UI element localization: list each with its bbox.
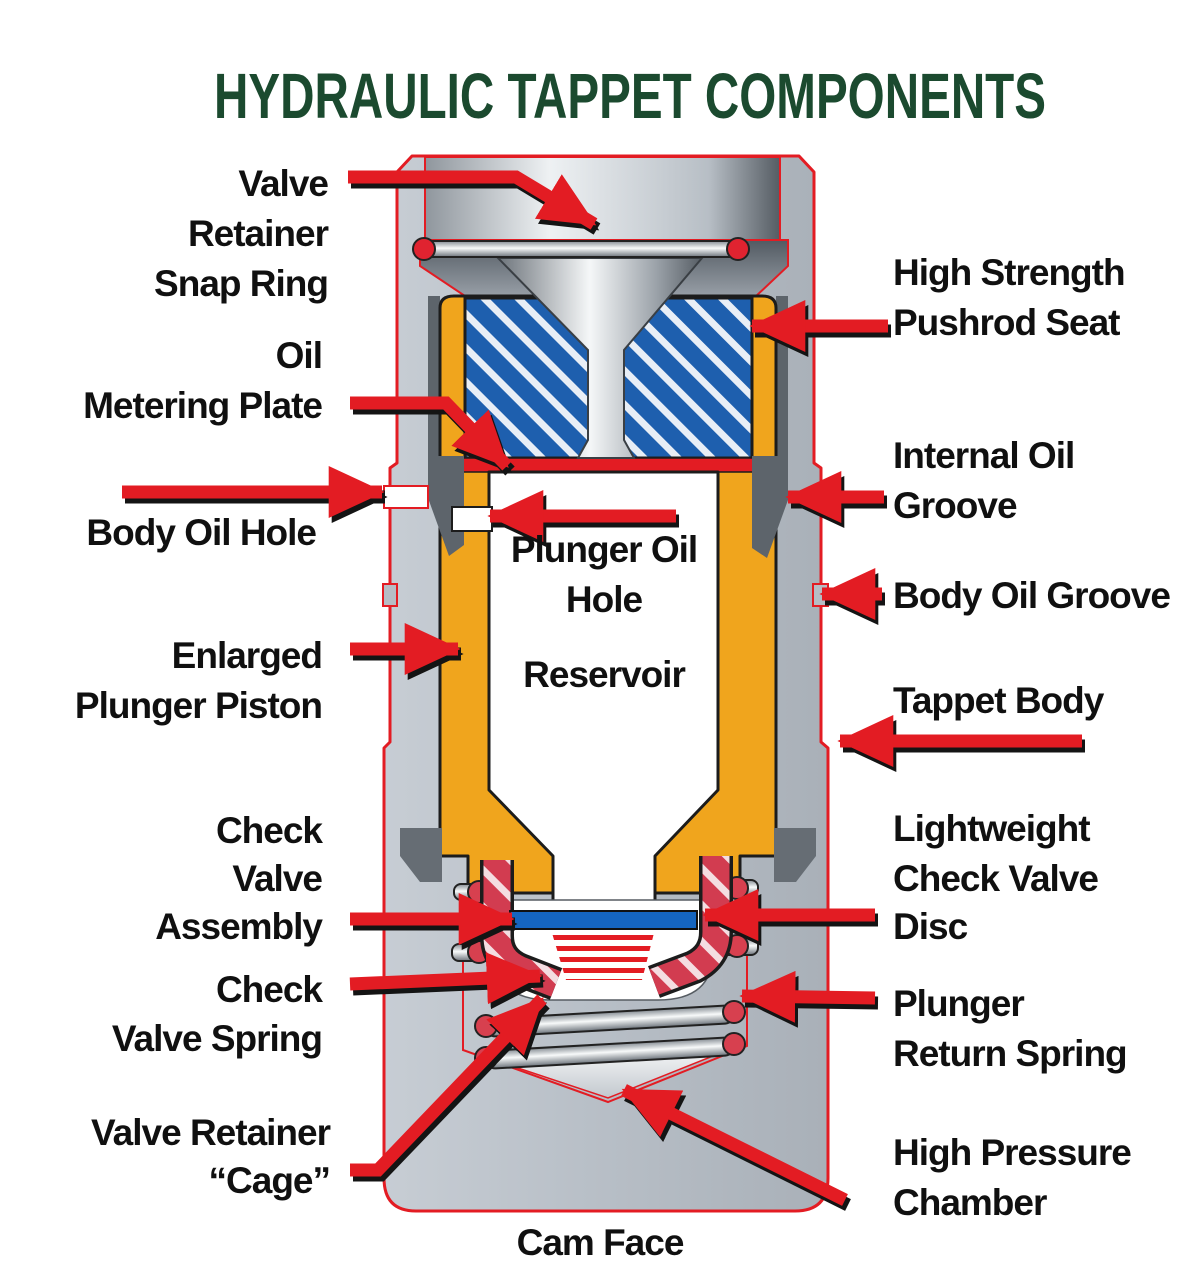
label-plunger-oil-hole: Plunger Oil Hole — [511, 529, 698, 620]
label-line: Retainer — [188, 213, 329, 254]
check-valve-disc — [509, 910, 698, 930]
label-line: Body Oil Groove — [893, 575, 1170, 616]
label-line: Valve — [238, 163, 328, 204]
body-oil-groove-notch-left — [382, 583, 398, 607]
label-high-strength-pushrod-seat: High Strength Pushrod Seat — [893, 252, 1126, 343]
label-line: Body Oil Hole — [86, 512, 316, 553]
label-valve-retainer-snap-ring: Valve Retainer Snap Ring — [154, 163, 330, 304]
label-valve-retainer-cage: Valve Retainer “Cage” — [91, 1112, 332, 1201]
pushrod — [424, 156, 781, 243]
label-line: Disc — [893, 906, 968, 947]
bore-shoulder-right — [774, 828, 816, 882]
seat-funnel — [495, 257, 705, 459]
label-line: Return Spring — [893, 1033, 1127, 1074]
body-oil-hole — [383, 485, 429, 509]
label-line: Check Valve — [893, 858, 1098, 899]
callout-arrows — [122, 170, 1085, 1211]
label-oil-metering-plate: Oil Metering Plate — [83, 335, 323, 426]
label-cam-face: Cam Face — [517, 1222, 685, 1263]
label-line: Oil — [276, 335, 322, 376]
label-line: Valve Spring — [112, 1018, 322, 1059]
label-line: Cam Face — [517, 1222, 684, 1263]
label-line: Chamber — [893, 1182, 1047, 1223]
internal-oil-groove-right — [752, 456, 788, 558]
page-title: HYDRAULIC TAPPET COMPONENTS — [214, 60, 1046, 132]
arrow-high-pressure-chamber — [621, 1084, 848, 1206]
label-internal-oil-groove: Internal Oil Groove — [893, 435, 1075, 526]
label-line: Reservoir — [523, 654, 685, 695]
return-spring-coil-end — [722, 1032, 746, 1056]
plunger-oil-hole — [451, 506, 493, 532]
label-line: Pushrod Seat — [893, 302, 1120, 343]
label-line: Valve Retainer — [91, 1112, 331, 1153]
label-line: Plunger Piston — [75, 685, 322, 726]
label-line: Hole — [566, 579, 643, 620]
label-lightweight-check-valve-disc: Lightweight Check Valve Disc — [893, 808, 1099, 947]
label-body-oil-hole: Body Oil Hole — [86, 512, 317, 553]
label-check-valve-assembly: Check Valve Assembly — [155, 810, 324, 947]
label-line: Valve — [232, 858, 322, 899]
arrow-snap-ring — [348, 170, 598, 230]
return-spring-coil-end — [722, 1000, 746, 1024]
label-line: Tappet Body — [893, 680, 1105, 721]
label-check-valve-spring: Check Valve Spring — [112, 969, 325, 1059]
snap-ring-bar — [415, 240, 747, 258]
label-line: Lightweight — [893, 808, 1090, 849]
arrow-oil-metering-plate — [350, 396, 512, 471]
label-line: Check — [216, 969, 323, 1010]
label-line: Check — [216, 810, 323, 851]
bore-strip-left — [428, 296, 440, 462]
check-valve-spring — [552, 933, 654, 980]
label-tappet-body: Tappet Body — [893, 680, 1106, 721]
label-line: Plunger Oil — [511, 529, 697, 570]
label-line: Assembly — [155, 906, 323, 947]
arrow-check-valve-spring — [349, 952, 543, 1005]
label-line: Metering Plate — [83, 385, 322, 426]
label-reservoir: Reservoir — [523, 654, 686, 695]
snap-ring-end-left — [412, 237, 436, 261]
label-enlarged-plunger-piston: Enlarged Plunger Piston — [75, 635, 323, 726]
label-plunger-return-spring: Plunger Return Spring — [893, 983, 1128, 1074]
arrow-valve-retainer-cage — [350, 994, 547, 1177]
label-high-pressure-chamber: High Pressure Chamber — [893, 1132, 1132, 1223]
label-line: Snap Ring — [154, 263, 328, 304]
arrow-return-spring — [739, 970, 876, 1023]
label-line: Internal Oil — [893, 435, 1074, 476]
label-line: Groove — [893, 485, 1017, 526]
label-line: Enlarged — [172, 635, 322, 676]
label-line: High Pressure — [893, 1132, 1131, 1173]
snap-ring-end-right — [726, 237, 750, 261]
labels: Valve Retainer Snap Ring Oil Metering Pl… — [75, 163, 1171, 1263]
bore-shoulder-left — [400, 828, 442, 882]
label-body-oil-groove: Body Oil Groove — [893, 575, 1171, 616]
label-line: Plunger — [893, 983, 1024, 1024]
return-spring-coil-end — [474, 1014, 498, 1038]
label-line: High Strength — [893, 252, 1125, 293]
label-line: “Cage” — [209, 1160, 330, 1201]
